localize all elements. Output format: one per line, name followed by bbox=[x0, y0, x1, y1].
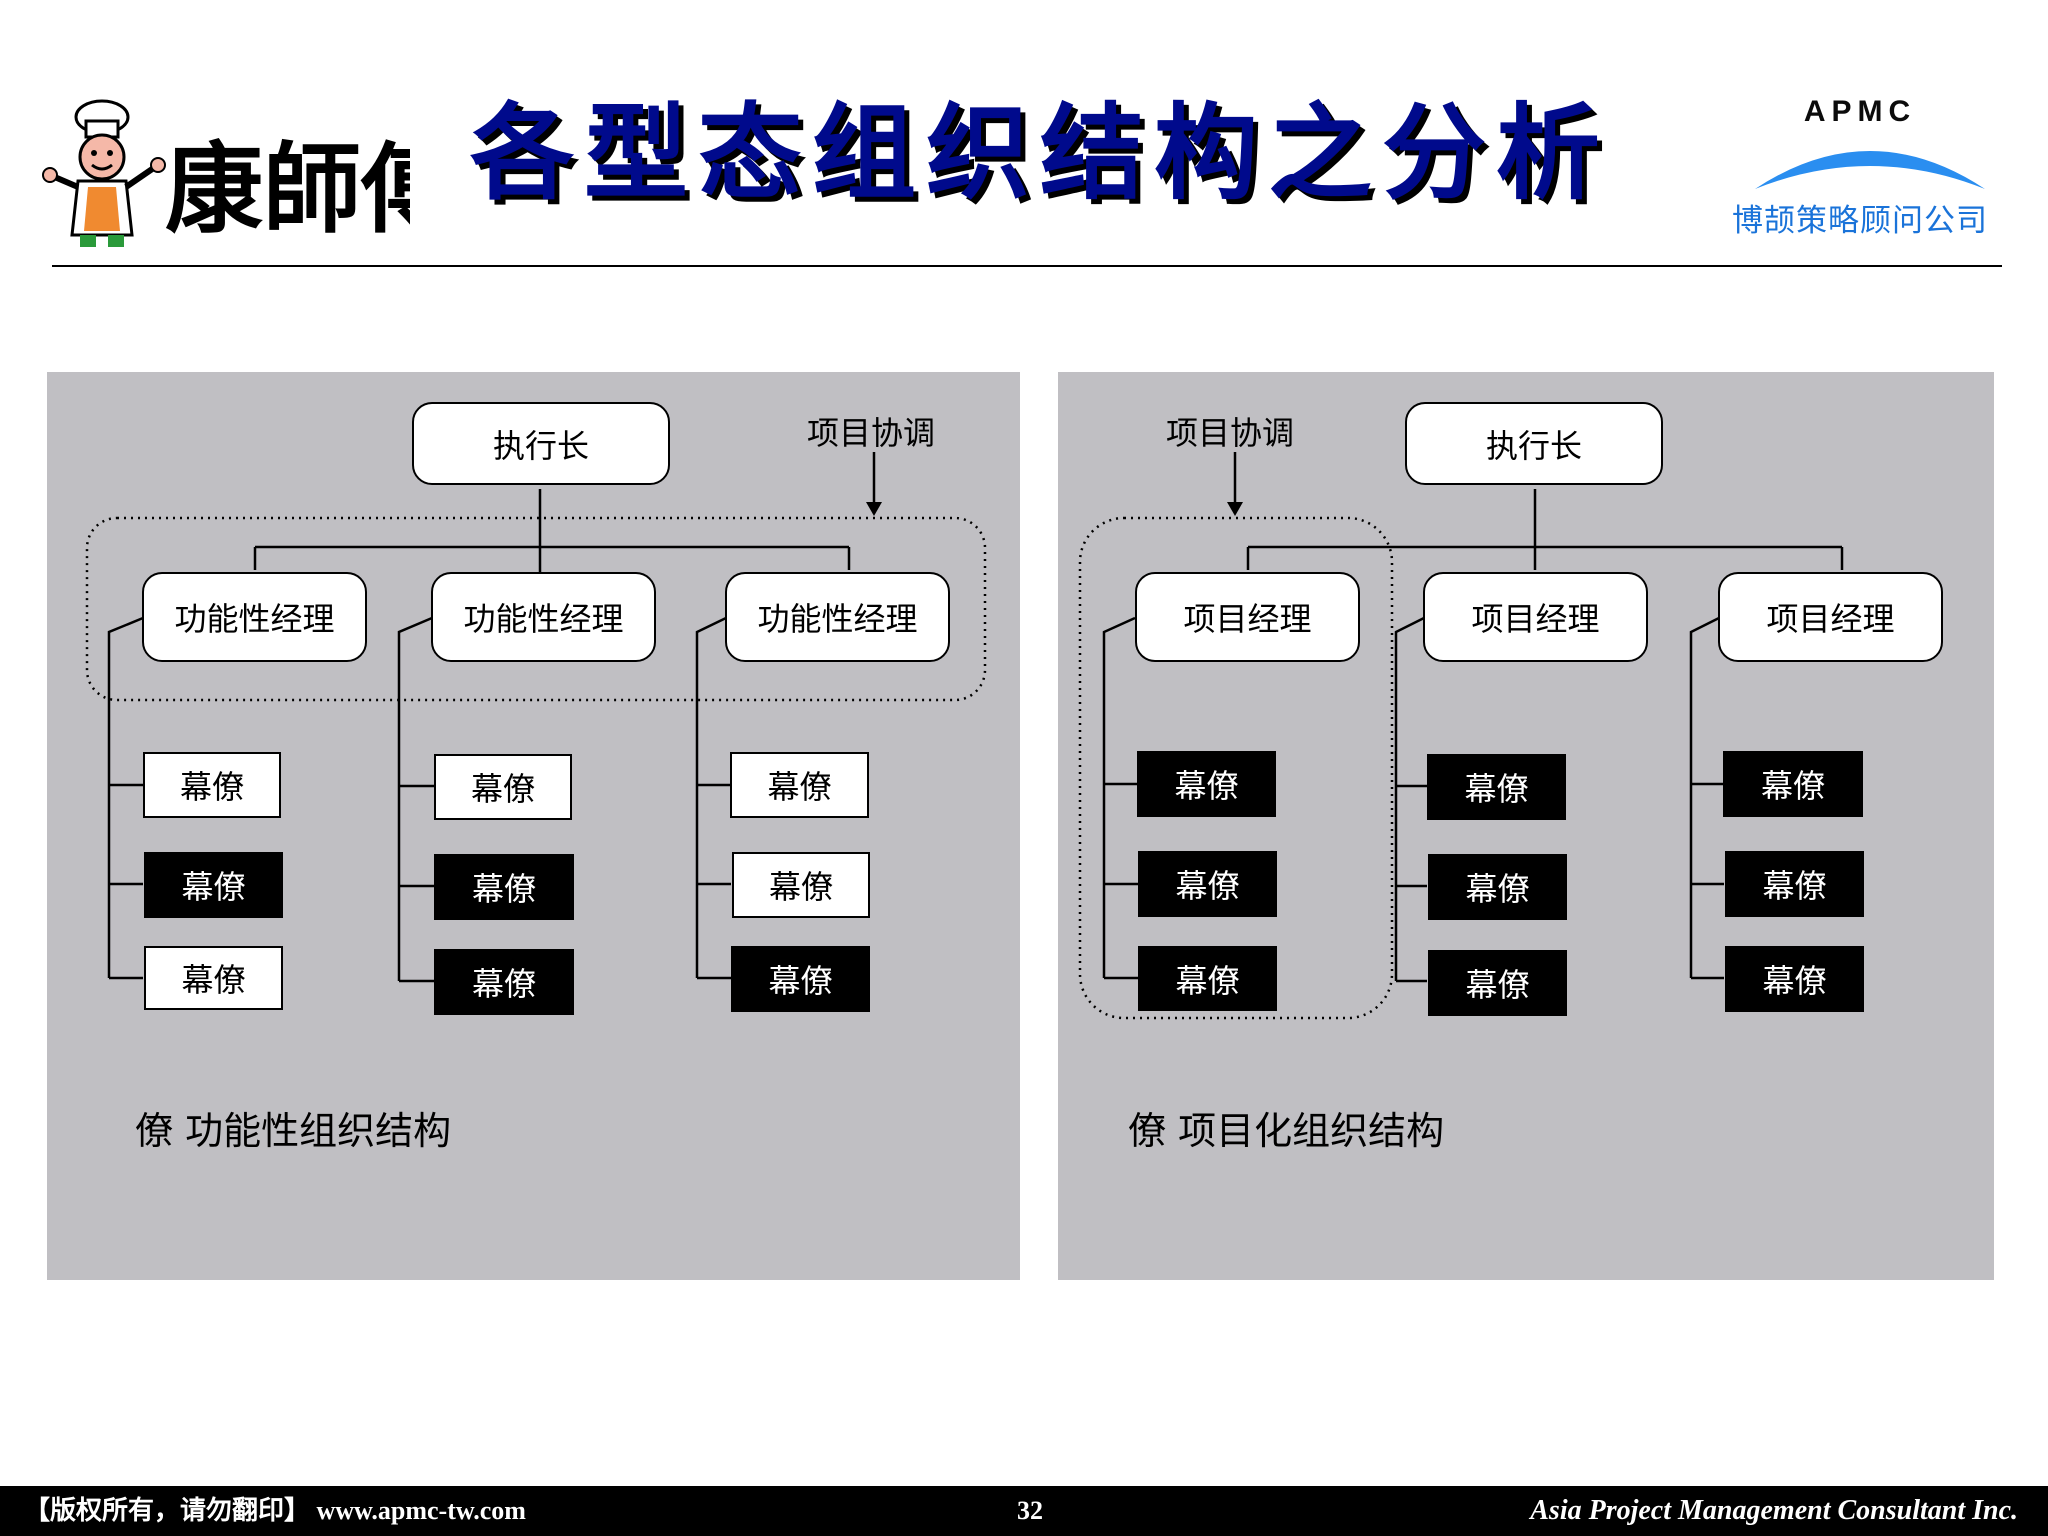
staff-box: 幕僚 bbox=[144, 946, 283, 1010]
staff-box: 幕僚 bbox=[730, 752, 869, 818]
project-manager-1: 项目经理 bbox=[1135, 572, 1360, 662]
staff-box: 幕僚 bbox=[732, 852, 870, 918]
header-divider bbox=[52, 265, 2002, 267]
coordination-label: 项目协调 bbox=[1166, 414, 1295, 452]
staff-box: 幕僚 bbox=[434, 754, 572, 820]
projectized-caption: 僚 项目化组织结构 bbox=[1128, 1109, 1445, 1153]
brand-arc-icon bbox=[1755, 151, 1985, 189]
staff-box: 幕僚 bbox=[1725, 946, 1864, 1012]
project-manager-3: 项目经理 bbox=[1718, 572, 1943, 662]
logo-left-text: 康師傅 bbox=[165, 132, 410, 247]
staff-box: 幕僚 bbox=[1428, 950, 1567, 1016]
functional-org-panel: 执行长 项目协调 功能性经理 功能性经理 功能性经理 幕僚 幕僚 幕僚 幕僚 幕… bbox=[47, 372, 1020, 1280]
functional-manager-2: 功能性经理 bbox=[431, 572, 656, 662]
page-title: 各型态组织结构之分析 bbox=[470, 92, 1611, 214]
brand-acronym: APMC bbox=[1803, 95, 1917, 128]
staff-box: 幕僚 bbox=[434, 949, 574, 1015]
brand-company-name: 博颉策略顾问公司 bbox=[1732, 203, 1988, 239]
footer-bar: 【版权所有，请勿翻印】 www.apmc-tw.com 32 Asia Proj… bbox=[0, 1486, 2048, 1536]
apmc-logo: APMC 博颉策略顾问公司 bbox=[1710, 95, 2010, 245]
functional-org-connectors bbox=[85, 452, 987, 983]
functional-manager-3: 功能性经理 bbox=[725, 572, 950, 662]
ceo-box: 执行长 bbox=[1405, 402, 1663, 485]
staff-box: 幕僚 bbox=[143, 752, 281, 818]
functional-manager-1: 功能性经理 bbox=[142, 572, 367, 662]
staff-box: 幕僚 bbox=[1138, 851, 1277, 917]
footer-copyright: 【版权所有，请勿翻印】 www.apmc-tw.com bbox=[24, 1496, 526, 1525]
staff-box: 幕僚 bbox=[731, 946, 870, 1012]
staff-box: 幕僚 bbox=[1428, 854, 1567, 920]
staff-box: 幕僚 bbox=[1427, 754, 1566, 820]
footer-company: Asia Project Management Consultant Inc. bbox=[1530, 1495, 2018, 1526]
staff-box: 幕僚 bbox=[434, 854, 574, 920]
ceo-box: 执行长 bbox=[412, 402, 670, 485]
staff-box: 幕僚 bbox=[144, 852, 283, 918]
chef-mascot-icon: 康師傅 bbox=[42, 99, 459, 247]
projectized-org-connectors bbox=[1078, 452, 1844, 1020]
kangshifu-logo: 康師傅 bbox=[40, 95, 459, 255]
staff-box: 幕僚 bbox=[1138, 946, 1277, 1011]
project-manager-2: 项目经理 bbox=[1423, 572, 1648, 662]
functional-caption: 僚 功能性组织结构 bbox=[135, 1109, 452, 1153]
staff-box: 幕僚 bbox=[1137, 751, 1276, 817]
staff-box: 幕僚 bbox=[1725, 851, 1864, 917]
staff-box: 幕僚 bbox=[1723, 751, 1863, 817]
coordination-label: 项目协调 bbox=[807, 414, 936, 452]
projectized-org-panel: 执行长 项目协调 项目经理 项目经理 项目经理 幕僚 幕僚 幕僚 幕僚 幕僚 幕… bbox=[1058, 372, 1994, 1280]
page-number: 32 bbox=[1017, 1496, 1043, 1525]
